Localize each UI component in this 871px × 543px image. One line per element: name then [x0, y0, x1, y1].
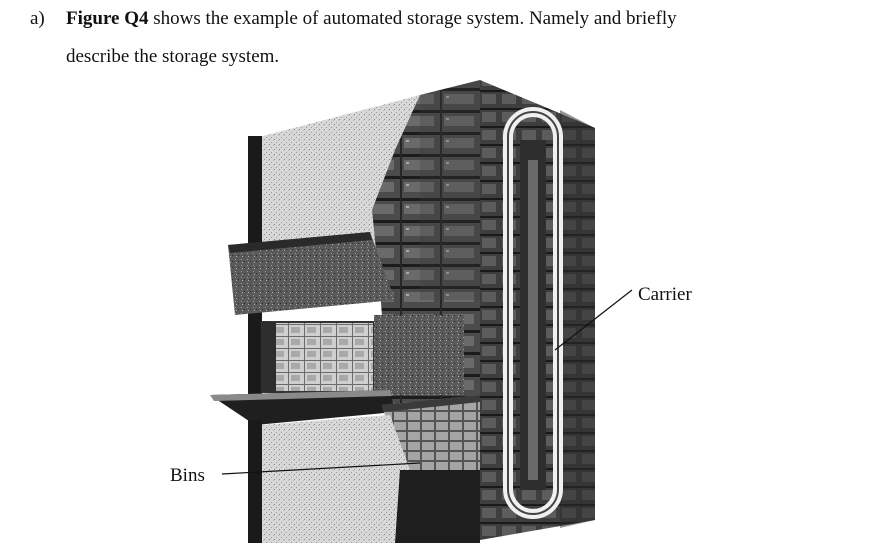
control-window	[261, 315, 464, 395]
question-line-1-text: shows the example of automated storage s…	[148, 8, 677, 29]
carrier-leader-line	[554, 289, 633, 351]
carrier-track	[503, 107, 563, 519]
workstation-canopy	[228, 232, 395, 315]
question-line-2: describe the storage system.	[66, 46, 280, 67]
bins-opening	[382, 395, 480, 470]
figure-reference: Figure Q4	[66, 8, 149, 29]
question-prefix: a)	[30, 8, 45, 29]
work-shelf	[210, 390, 395, 425]
bins-label: Bins	[170, 465, 205, 486]
carrier-label: Carrier	[638, 284, 692, 305]
machine-base	[248, 415, 480, 543]
bins-leader-line	[221, 462, 421, 475]
question-text: a) Figure Q4 shows the example of automat…	[30, 0, 850, 76]
question-line-1: a) Figure Q4 shows the example of automat…	[30, 0, 850, 38]
